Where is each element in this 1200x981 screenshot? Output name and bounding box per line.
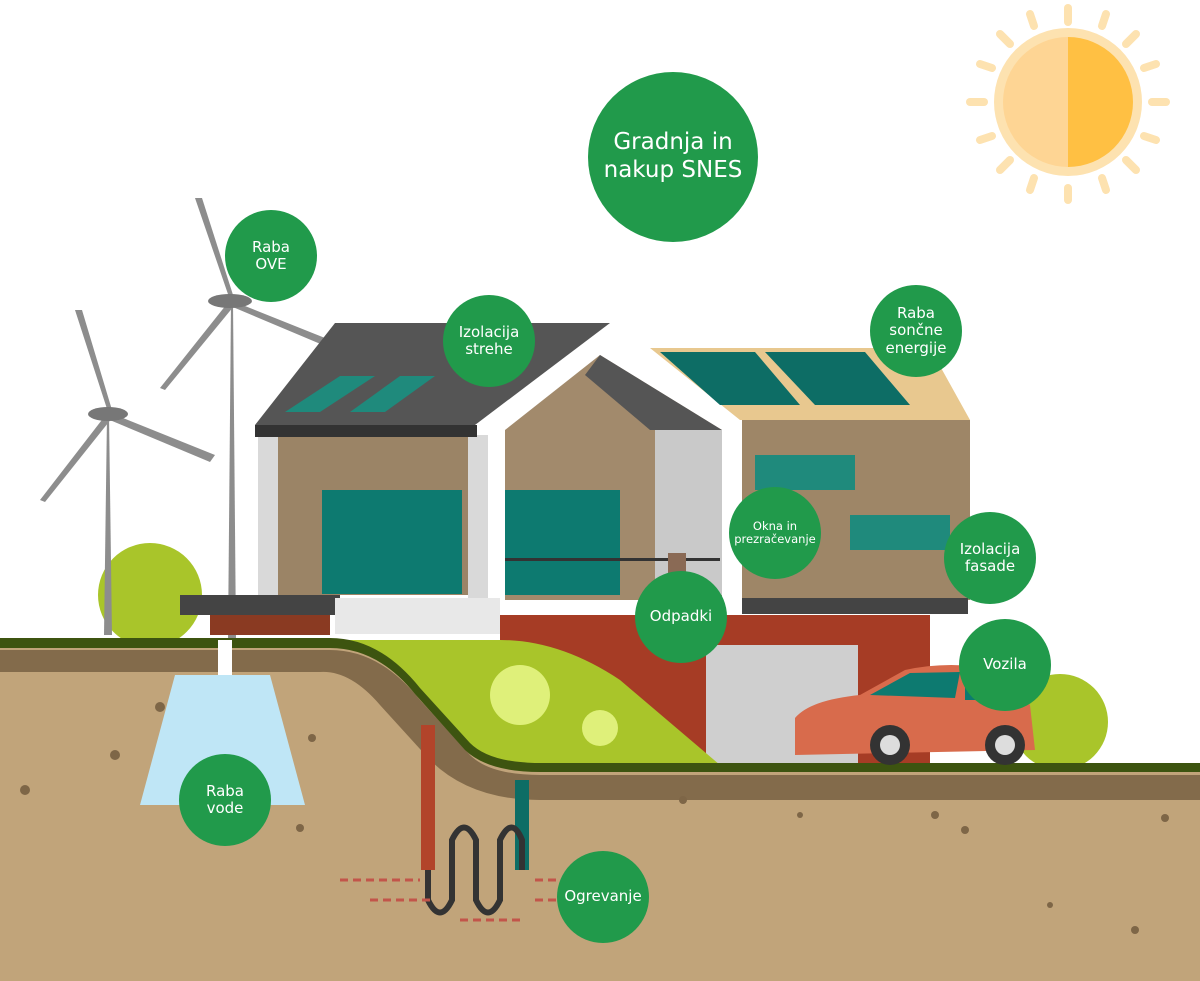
label-facade-insulation[interactable]: Izolacija fasade <box>944 512 1036 604</box>
bush <box>98 543 202 647</box>
geothermal-pipes-icon <box>340 725 560 922</box>
tree <box>490 665 550 725</box>
soil <box>0 640 1200 981</box>
label-solar-energy[interactable]: Raba sončne energije <box>870 285 962 377</box>
label-vehicles[interactable]: Vozila <box>959 619 1051 711</box>
wind-turbine-icon <box>40 198 335 640</box>
water-tank-icon <box>140 675 305 805</box>
label-windows-ventilation[interactable]: Okna in prezračevanje <box>729 487 821 579</box>
label-roof-insulation[interactable]: Izolacija strehe <box>443 295 535 387</box>
tree <box>582 710 618 746</box>
label-heating[interactable]: Ogrevanje <box>557 851 649 943</box>
water-pipe <box>218 640 232 675</box>
label-waste[interactable]: Odpadki <box>635 571 727 663</box>
soil-layer <box>0 650 1200 800</box>
sun-icon <box>966 4 1170 204</box>
label-building-snes[interactable]: Gradnja in nakup SNES <box>588 72 758 242</box>
soil-pebbles <box>20 702 1169 934</box>
label-renewables[interactable]: Raba OVE <box>225 210 317 302</box>
house <box>180 323 970 765</box>
label-water-use[interactable]: Raba vode <box>179 754 271 846</box>
